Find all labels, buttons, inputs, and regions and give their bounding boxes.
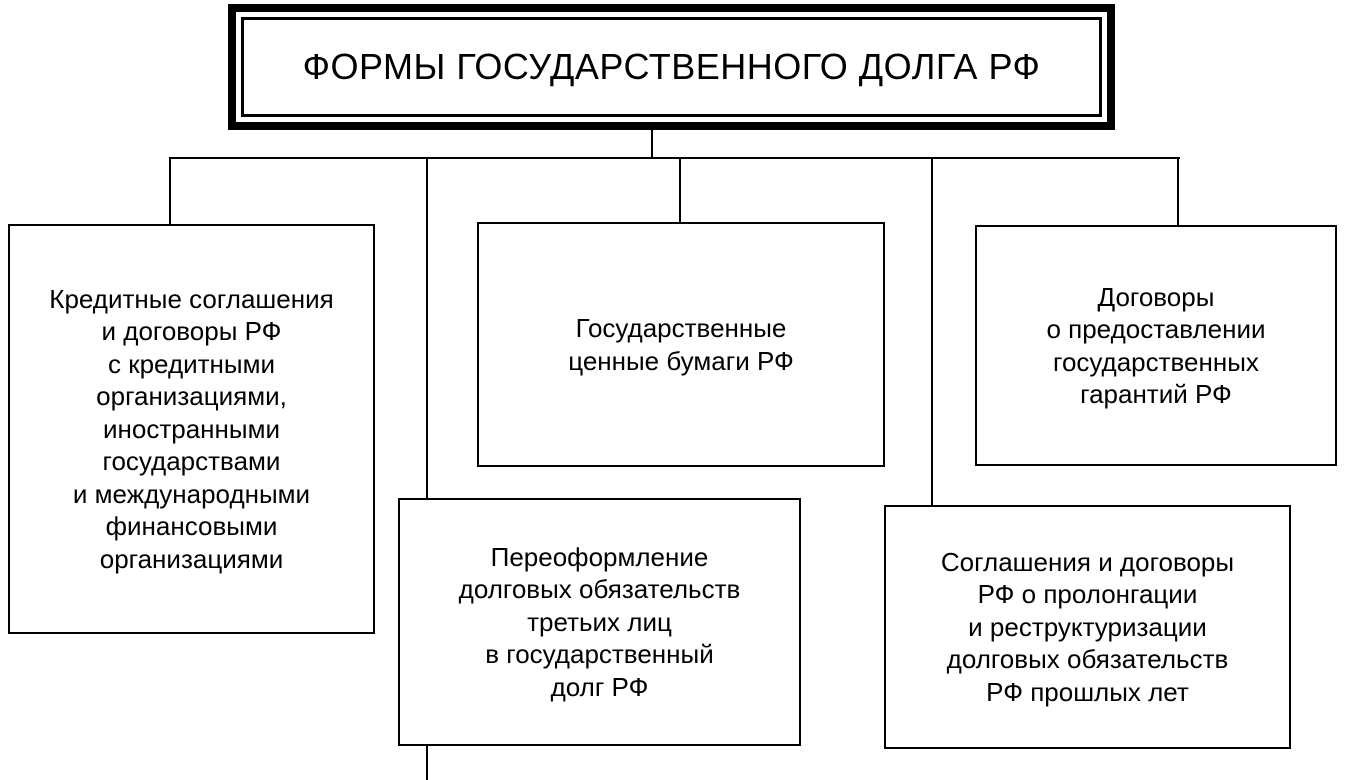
box-line: Соглашения и договоры (940, 546, 1235, 577)
box-credit-agreements: Кредитные соглашения и договоры РФ с кре… (8, 224, 375, 634)
box-reissue: Переоформление долговых обязательств тре… (398, 498, 801, 746)
box-line: РФ прошлых лет (986, 676, 1189, 707)
box-line: Кредитные соглашения (49, 283, 334, 314)
box-line: государственных (1053, 346, 1259, 377)
title-text: ФОРМЫ ГОСУДАРСТВЕННОГО ДОЛГА РФ (241, 17, 1102, 117)
connector-line (426, 745, 428, 780)
box-line: государствами (102, 446, 281, 477)
connector-line (679, 157, 681, 223)
connector-line (169, 157, 1180, 159)
connector-line (1177, 157, 1179, 226)
box-line: третьих лиц (527, 606, 672, 637)
box-line: и реструктуризации (968, 611, 1207, 642)
box-line: Государственные (575, 313, 787, 343)
box-line: в государственный (485, 639, 714, 670)
box-line: иностранными (103, 413, 280, 444)
box-line: долговых обязательств (458, 574, 741, 605)
connector-line (931, 157, 933, 506)
box-line: Договоры (1097, 281, 1215, 312)
box-line: и договоры РФ (101, 316, 282, 347)
box-line: долговых обязательств (946, 644, 1229, 675)
box-guarantees: Договоры о предоставлении государственны… (975, 225, 1337, 466)
box-line: организациями (99, 543, 284, 574)
connector-line (651, 130, 653, 159)
box-prolongation: Соглашения и договоры РФ о пролонгации и… (884, 505, 1291, 749)
box-line: финансовыми (105, 511, 278, 542)
box-line: с кредитными (108, 348, 275, 379)
box-line: гарантий РФ (1080, 379, 1232, 409)
box-line: Переоформление (490, 541, 709, 572)
box-line: ценные бумаги РФ (568, 345, 794, 376)
box-line: РФ о пролонгации (977, 579, 1198, 610)
box-line: о предоставлении (1046, 314, 1266, 344)
box-line: и международными (72, 478, 311, 509)
connector-line (426, 157, 428, 499)
connector-line (169, 157, 171, 225)
box-line: долг РФ (550, 671, 649, 702)
box-line: организациями, (96, 381, 287, 412)
box-securities: Государственные ценные бумаги РФ (477, 222, 885, 467)
title-box: ФОРМЫ ГОСУДАРСТВЕННОГО ДОЛГА РФ (228, 4, 1115, 130)
